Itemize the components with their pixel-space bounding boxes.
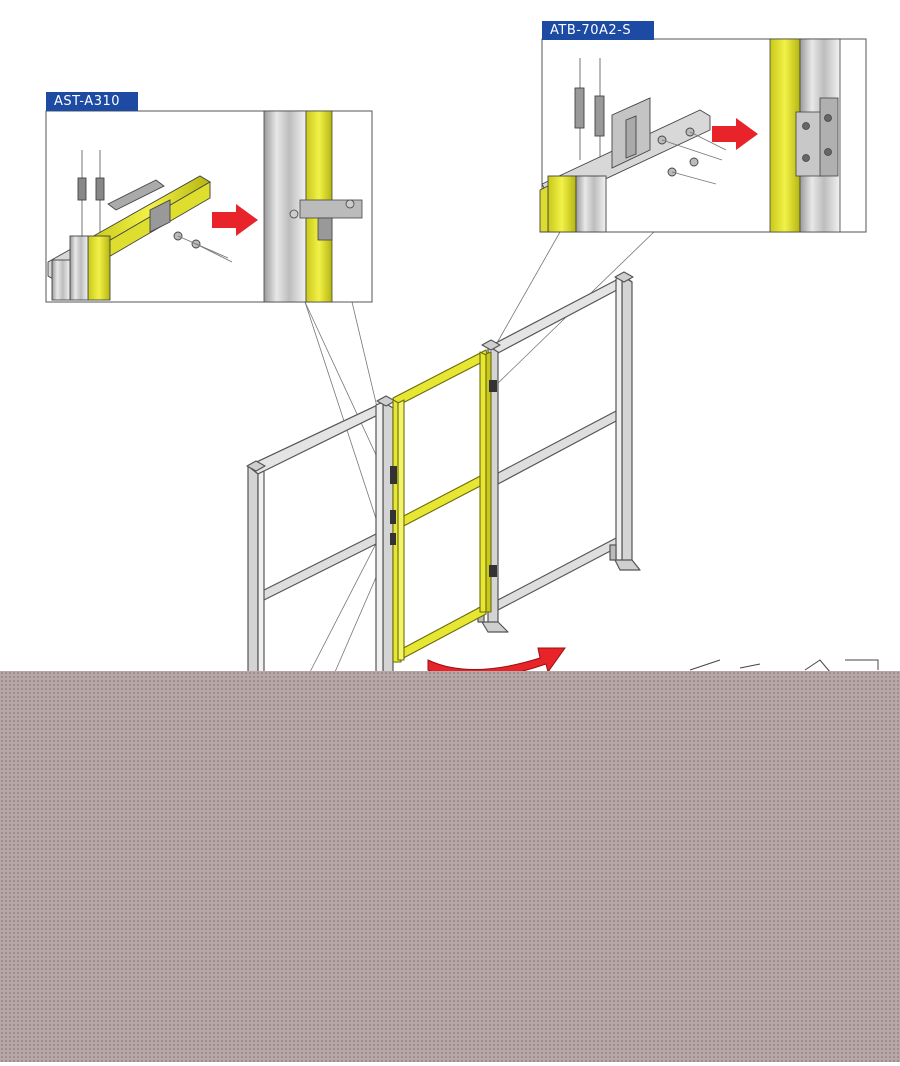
gate-bottom-rail bbox=[395, 603, 487, 663]
cropped-parts bbox=[689, 659, 879, 673]
hinge-mark-bottom bbox=[489, 565, 497, 577]
top-rail-right bbox=[489, 275, 633, 354]
dotted-overlay-band bbox=[0, 671, 900, 1062]
part-label-right: ATB-70A2-S bbox=[542, 21, 654, 40]
left-assembled-view bbox=[263, 110, 363, 303]
hinge-mark-top bbox=[489, 380, 497, 392]
fence-frame bbox=[246, 271, 641, 673]
yellow-gate bbox=[392, 349, 492, 663]
part-label-left: AST-A310 bbox=[46, 92, 138, 111]
top-rail-left bbox=[247, 401, 393, 475]
latch-mark-upper bbox=[390, 466, 397, 484]
left-exploded-view bbox=[47, 150, 233, 301]
red-right-arrow-icon bbox=[712, 118, 758, 150]
latch-mark-bottom bbox=[390, 533, 396, 545]
right-exploded-view bbox=[539, 58, 727, 233]
mid-rail-right bbox=[497, 409, 619, 485]
post-far-left bbox=[247, 465, 259, 673]
red-right-arrow-icon bbox=[212, 204, 258, 236]
mid-rail-left bbox=[259, 529, 385, 603]
gate-hardware bbox=[390, 380, 497, 577]
foot-center bbox=[481, 621, 509, 633]
gate-top-rail bbox=[392, 349, 489, 408]
detail-box-left bbox=[45, 110, 373, 303]
latch-mark-lower bbox=[390, 510, 396, 524]
bottom-rail-right bbox=[497, 536, 619, 611]
detail-box-right bbox=[539, 38, 867, 233]
foot-right bbox=[614, 559, 641, 571]
post-far-right bbox=[621, 275, 633, 563]
right-assembled-view bbox=[769, 38, 841, 233]
gate-mid-rail bbox=[395, 472, 487, 531]
